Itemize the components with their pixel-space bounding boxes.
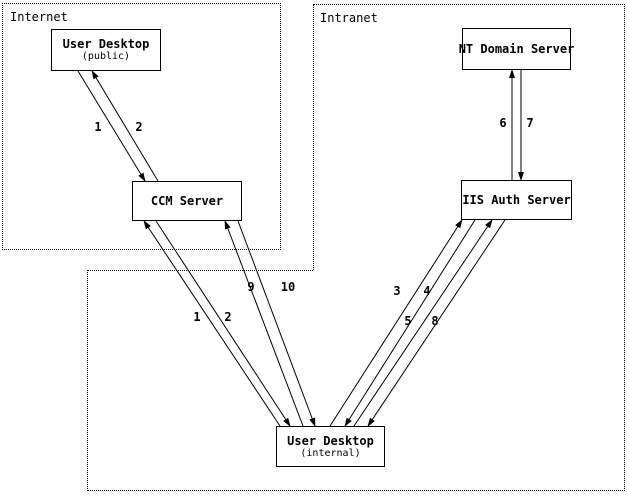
- edge-1-internal-request: [143, 220, 281, 427]
- node-title: CCM Server: [150, 193, 224, 208]
- internet-zone-border: [2, 3, 281, 250]
- intranet-zone-label: Intranet: [320, 11, 378, 25]
- edge-label-6: 6: [499, 116, 507, 130]
- node-title: NT Domain Server: [458, 41, 575, 56]
- edge-label-5: 5: [404, 314, 412, 328]
- node-title: User Desktop: [62, 37, 150, 51]
- internet-zone-label: Internet: [10, 10, 68, 24]
- node-title: User Desktop: [287, 433, 374, 448]
- internal-network-zone-top-border: [87, 270, 313, 271]
- edge-label-3: 3: [393, 284, 401, 298]
- edge-label-4: 4: [423, 284, 431, 298]
- edge-label-1-public: 1: [94, 120, 102, 134]
- intranet-zone-border: [313, 4, 625, 491]
- internal-network-zone-border: [87, 270, 625, 491]
- edge-2-internal-response: [155, 220, 291, 427]
- edge-label-2-internal: 2: [224, 310, 232, 324]
- edge-label-2-public: 2: [135, 120, 143, 134]
- edge-1-public-request: [77, 70, 146, 182]
- edge-8-response: [367, 219, 506, 427]
- edge-4-response: [344, 219, 476, 427]
- edge-label-9: 9: [247, 280, 255, 294]
- nt-domain-server-node: NT Domain Server: [459, 28, 574, 70]
- edge-2-public-response: [91, 70, 159, 182]
- edge-9-request: [224, 220, 304, 427]
- node-title: IIS Auth Server: [462, 192, 571, 207]
- edge-label-1-internal: 1: [193, 310, 201, 324]
- ccm-server-node: CCM Server: [132, 181, 242, 221]
- edge-label-10: 10: [280, 280, 296, 294]
- edge-3-request: [329, 219, 463, 427]
- node-subtitle: (public): [81, 51, 131, 62]
- user-desktop-public-node: User Desktop (public): [51, 29, 161, 71]
- edge-5-request: [353, 219, 493, 427]
- iis-auth-server-node: IIS Auth Server: [461, 180, 572, 220]
- edge-label-8: 8: [431, 314, 439, 328]
- edge-10-response: [237, 220, 316, 427]
- user-desktop-internal-node: User Desktop (internal): [276, 426, 385, 467]
- node-subtitle: (internal): [300, 447, 361, 459]
- edge-label-7: 7: [526, 116, 534, 130]
- intranet-zone-left-border: [313, 4, 314, 270]
